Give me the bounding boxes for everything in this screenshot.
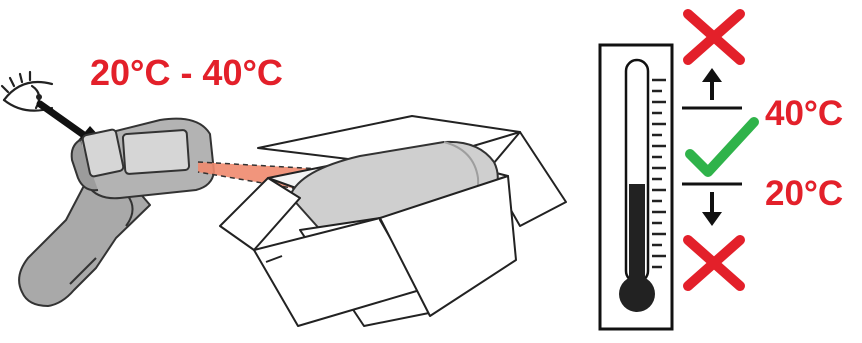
- infrared-thermometer-gun: [18, 117, 215, 307]
- arrow-down-icon: [702, 192, 722, 226]
- thermometer-scale: [652, 78, 666, 269]
- arrow-up-icon: [702, 68, 722, 100]
- lower-limit-label: 20°C: [765, 174, 844, 213]
- upper-limit-label: 40°C: [765, 94, 844, 133]
- cross-icon-bottom: [683, 235, 745, 291]
- cardboard-box: [219, 115, 567, 327]
- cross-icon-top: [683, 9, 745, 65]
- check-icon: [685, 117, 759, 177]
- temperature-range-label: 20°C - 40°C: [90, 52, 283, 93]
- thermometer-icon: [598, 43, 674, 331]
